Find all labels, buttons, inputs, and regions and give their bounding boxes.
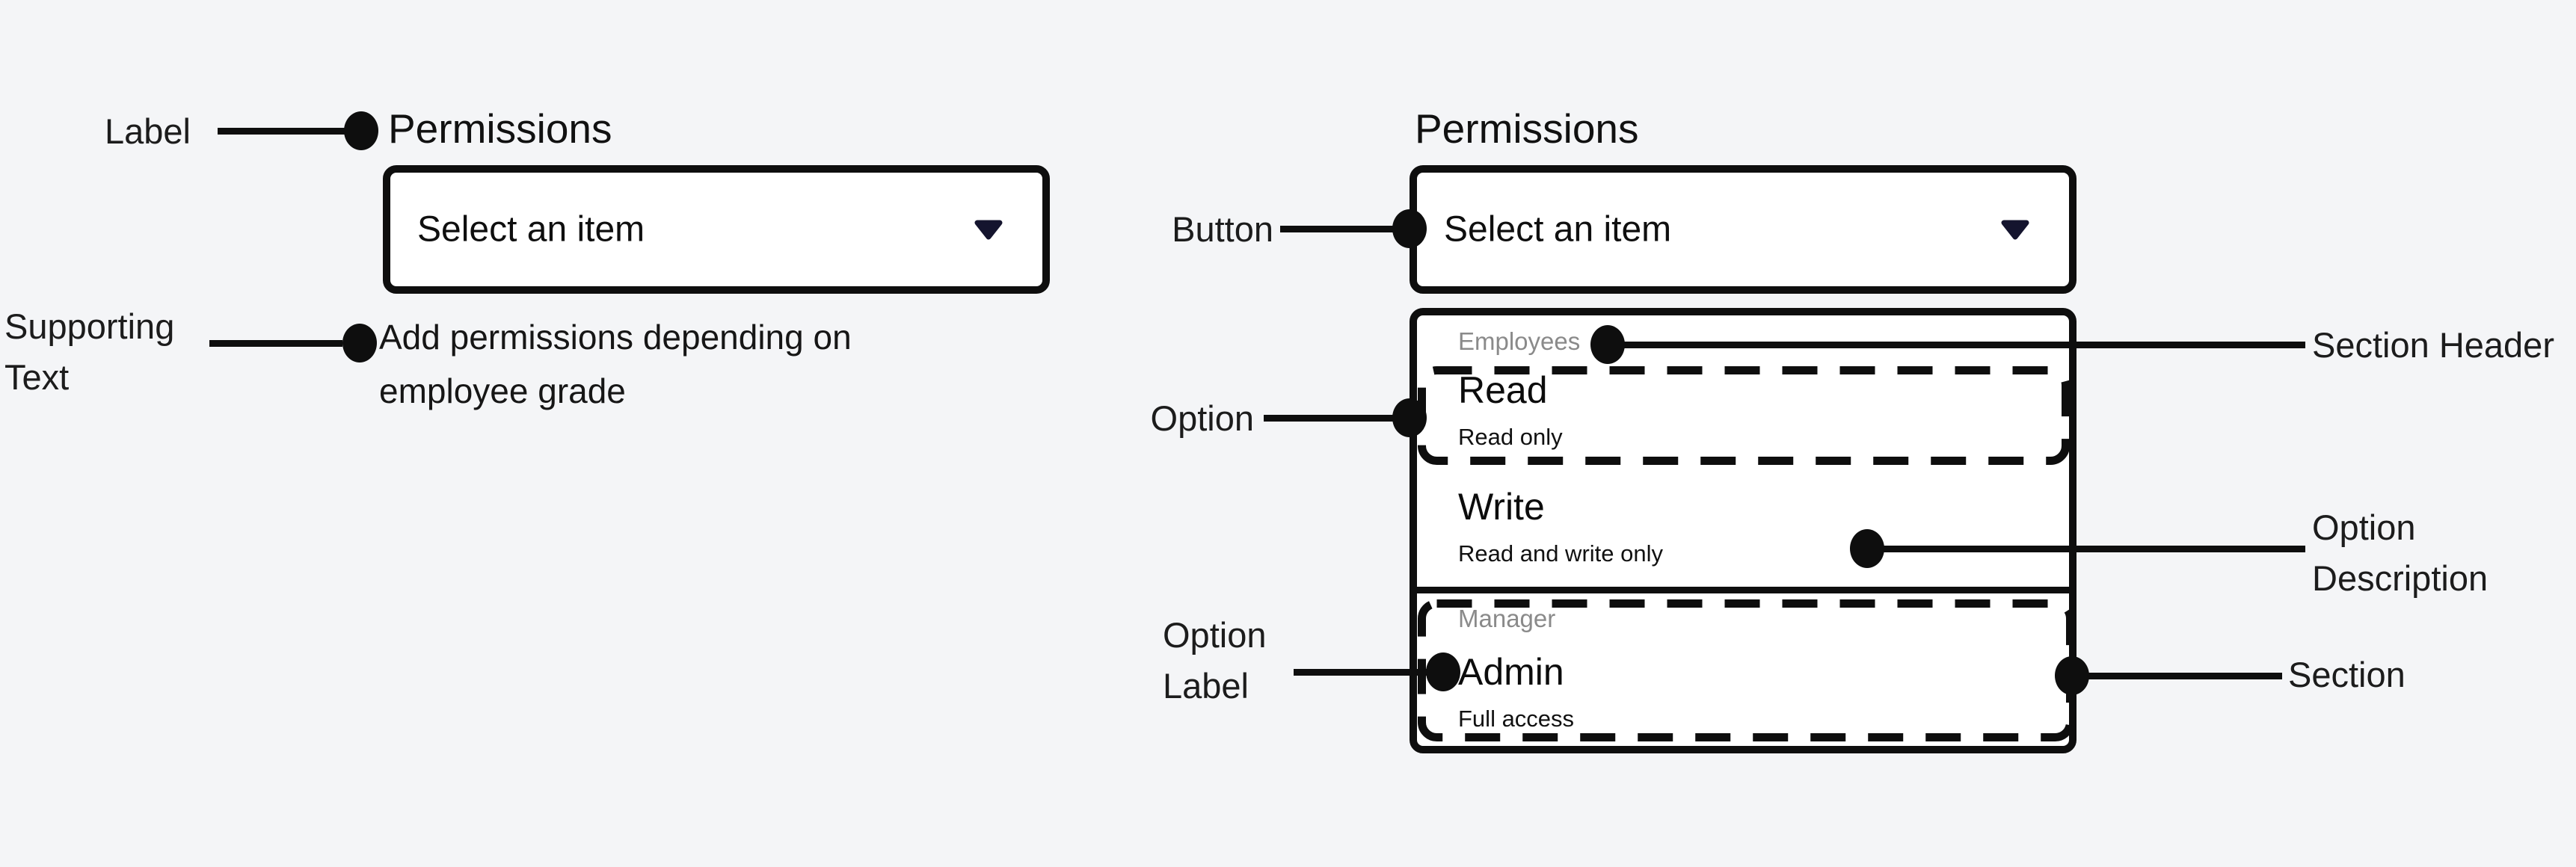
annotation-label: Label <box>105 111 191 151</box>
option-description-read: Read only <box>1458 424 1563 450</box>
annotation-line-supporting-text <box>209 340 342 347</box>
annotation-button: Button <box>1172 209 1273 249</box>
right-select-button[interactable]: Select an item <box>1410 165 2077 294</box>
annotation-dot-section-header <box>1590 325 1625 364</box>
annotation-dot-option-description <box>1850 529 1884 568</box>
option-description-admin: Full access <box>1458 706 1575 732</box>
right-select-value: Select an item <box>1444 209 1672 250</box>
annotation-dot-option <box>1392 398 1427 437</box>
option-label-admin: Admin <box>1458 651 1564 693</box>
menu-section-divider <box>1410 587 2077 593</box>
left-select-button[interactable]: Select an item <box>383 165 1050 294</box>
option-label-read: Read <box>1458 369 1548 411</box>
annotation-line-option <box>1264 415 1410 422</box>
menu-option-read[interactable]: Read Read only <box>1458 370 1563 451</box>
chevron-down-icon <box>2000 219 2030 240</box>
menu-option-admin[interactable]: Admin Full access <box>1458 652 1574 732</box>
option-label-write: Write <box>1458 486 1545 528</box>
annotation-dot-label <box>344 111 378 150</box>
section-header-employees: Employees <box>1458 327 1581 355</box>
annotation-line-section <box>2072 673 2282 679</box>
annotation-line-option-label <box>1294 669 1443 676</box>
annotation-dot-button <box>1392 209 1427 248</box>
annotation-line-section-header <box>1608 342 2305 348</box>
section-header-manager: Manager <box>1458 605 1556 632</box>
annotation-line-label <box>218 128 346 135</box>
annotation-line-button <box>1280 226 1410 232</box>
annotation-section: Section <box>2288 655 2406 694</box>
option-description-write: Read and write only <box>1458 540 1663 567</box>
annotation-dot-section <box>2055 656 2089 695</box>
annotation-option: Option <box>1150 398 1254 438</box>
annotation-section-header: Section Header <box>2312 325 2554 365</box>
select-menu-panel <box>1410 308 2077 753</box>
annotation-option-description: Option Description <box>2312 507 2489 598</box>
annotation-dot-supporting-text <box>342 324 377 362</box>
left-select-value: Select an item <box>417 209 645 250</box>
right-field-label: Permissions <box>1415 105 1639 152</box>
left-supporting-text: Add permissions depending on employee gr… <box>379 318 852 410</box>
chevron-down-icon <box>974 219 1003 240</box>
left-field-label: Permissions <box>388 105 612 152</box>
menu-option-write[interactable]: Write Read and write only <box>1458 487 1663 567</box>
annotation-option-label: Option Label <box>1163 615 1267 706</box>
annotation-supporting-text: Supporting Text <box>4 306 175 397</box>
annotation-dot-option-label <box>1426 652 1460 691</box>
annotation-line-option-description <box>1867 546 2305 552</box>
